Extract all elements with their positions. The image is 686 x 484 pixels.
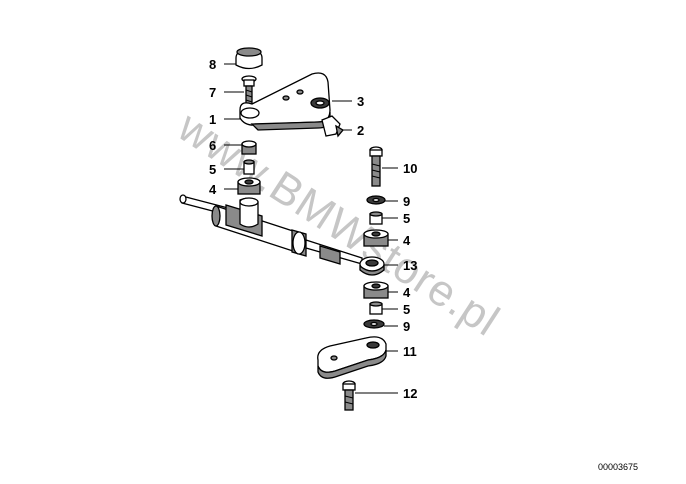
callout-12: 12 <box>403 386 417 401</box>
callout-leaders <box>224 63 398 394</box>
part-4-right-lower-rubber <box>363 281 389 299</box>
part-5-right-upper-sleeve <box>369 211 383 225</box>
part-2-bolt <box>321 115 344 138</box>
callout-4-right-lower: 4 <box>403 285 411 300</box>
part-8-cap <box>235 47 263 70</box>
part-damper-body <box>179 194 363 265</box>
document-number: 00003675 <box>598 462 638 472</box>
part-11-lower-bracket <box>317 336 387 379</box>
part-12-bolt <box>342 380 356 411</box>
callout-5-right-upper: 5 <box>403 211 410 226</box>
part-3-washer <box>310 97 330 109</box>
part-4-right-upper-rubber <box>363 229 389 247</box>
callout-11: 11 <box>403 344 417 359</box>
callout-1: 1 <box>209 112 216 127</box>
part-4-upper-rubber <box>237 177 261 195</box>
part-9-lower-washer <box>363 319 385 329</box>
callout-4-upper: 4 <box>209 182 217 197</box>
callout-7: 7 <box>209 85 216 100</box>
part-7-bolt <box>241 75 257 107</box>
callout-3: 3 <box>357 94 364 109</box>
part-6-bushing <box>241 140 257 155</box>
callout-10: 10 <box>403 161 417 176</box>
callout-5-right-lower: 5 <box>403 302 410 317</box>
part-10-long-bolt <box>369 146 383 187</box>
callout-13: 13 <box>403 258 417 273</box>
part-5-right-lower-sleeve <box>369 301 383 315</box>
callout-6: 6 <box>209 138 216 153</box>
callout-5-upper: 5 <box>209 162 216 177</box>
part-13-rod-end <box>359 256 385 276</box>
callout-8: 8 <box>209 57 216 72</box>
callout-9-upper: 9 <box>403 194 410 209</box>
callout-9-lower: 9 <box>403 319 410 334</box>
callout-2: 2 <box>357 123 364 138</box>
callout-4-right-upper: 4 <box>403 233 411 248</box>
part-5-upper-sleeve <box>243 159 255 175</box>
part-9-upper-washer <box>366 195 386 205</box>
